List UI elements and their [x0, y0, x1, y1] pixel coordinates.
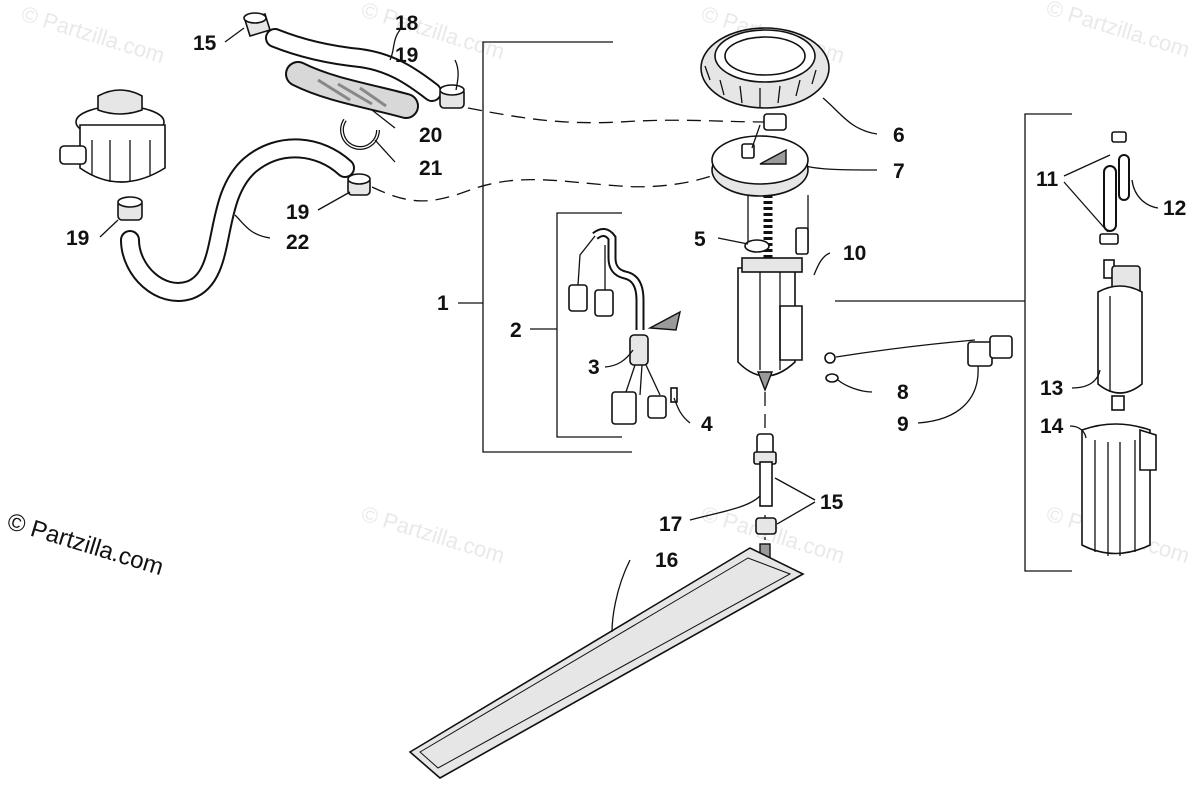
- watermark: © Partzilla.com: [1044, 0, 1193, 62]
- callout-2: 2: [510, 319, 522, 342]
- clamp-19-mid: [347, 173, 371, 196]
- sender-wire: [824, 335, 1013, 383]
- callout-14: 14: [1040, 415, 1064, 438]
- watermark: © Partzilla.com: [359, 501, 508, 568]
- callout-9: 9: [897, 413, 909, 436]
- bracket-1: [482, 41, 632, 453]
- callout-16: 16: [655, 549, 678, 572]
- bracket-pump: [1024, 113, 1072, 572]
- callout-22: 22: [286, 231, 309, 254]
- hose-20: [285, 61, 419, 119]
- clamp-19-top: [439, 84, 465, 109]
- hose-18: [265, 28, 442, 102]
- callout-4: 4: [701, 413, 713, 436]
- callout-1: 1: [437, 292, 449, 315]
- callout-11: 11: [1036, 168, 1059, 191]
- pump-flange: [711, 113, 809, 197]
- callout-19c: 19: [66, 227, 89, 250]
- clamp-15-top: [243, 12, 272, 37]
- callout-18: 18: [395, 12, 419, 35]
- inline-filter: [59, 89, 166, 183]
- dash-hose-to-flange: [467, 107, 766, 124]
- callout-21: 21: [419, 157, 443, 180]
- callout-10: 10: [843, 242, 866, 265]
- callout-3: 3: [588, 356, 600, 379]
- callouts: 1 2 3 4 5 6 7 8 9 10 11 12 13 14 15 15 1…: [66, 12, 1186, 572]
- fuel-pump-exploded: [1081, 131, 1157, 556]
- callout-12: 12: [1163, 197, 1186, 220]
- base-plate: [408, 547, 805, 779]
- callout-20: 20: [419, 124, 442, 147]
- callout-15b: 15: [820, 491, 844, 514]
- bracket-2: [556, 212, 622, 438]
- callout-6: 6: [893, 124, 905, 147]
- bracket-lines: [458, 41, 1072, 572]
- callout-13: 13: [1040, 377, 1063, 400]
- wiring-harness: [568, 228, 682, 425]
- hose-22: [120, 138, 355, 302]
- clamp-21: [340, 118, 380, 150]
- leader-lines: [99, 27, 1159, 633]
- callout-17: 17: [659, 513, 682, 536]
- lock-ring: [700, 27, 830, 109]
- callout-8: 8: [897, 381, 909, 404]
- watermark: © Partzilla.com: [19, 1, 168, 68]
- callout-19b: 19: [286, 201, 309, 224]
- clamp-19-left: [117, 196, 143, 221]
- callout-5: 5: [694, 228, 706, 251]
- pump-assembly: [737, 195, 809, 392]
- dash-clamp-to-flange: [371, 159, 746, 202]
- callout-15a: 15: [193, 32, 217, 55]
- callout-19a: 19: [395, 44, 418, 67]
- callout-7: 7: [893, 160, 905, 183]
- pickup-filter: [753, 433, 777, 565]
